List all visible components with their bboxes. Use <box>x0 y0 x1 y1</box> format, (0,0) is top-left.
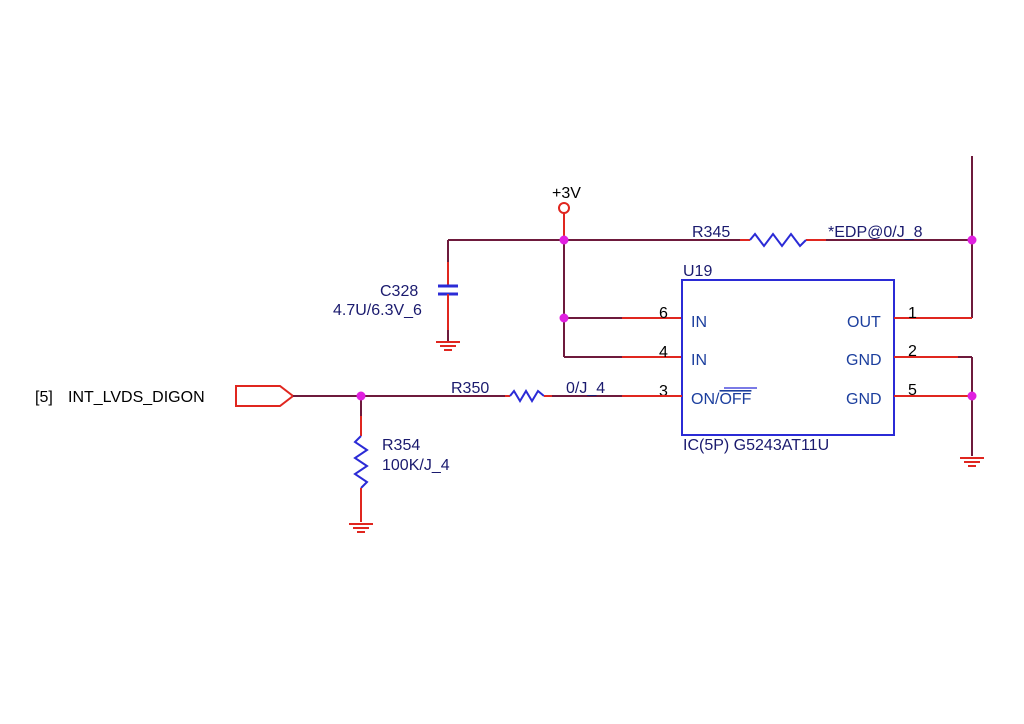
c328-ref: C328 <box>380 283 418 300</box>
power-symbol-3v: +3V <box>552 185 581 240</box>
resistor-r354 <box>353 435 369 489</box>
pin-3-off-overbar: OFF <box>719 391 751 408</box>
junction-in-pin6 <box>559 313 569 323</box>
junction-out-rail <box>967 235 977 245</box>
pin-4-name: IN <box>691 352 707 369</box>
capacitor-c328 <box>438 284 458 296</box>
r354-value: 100K/J_4 <box>382 457 450 474</box>
pin-1-number: 1 <box>908 305 917 322</box>
port-net-name: INT_LVDS_DIGON <box>68 389 205 406</box>
pin-3-number: 3 <box>659 383 668 400</box>
ground-symbol-c328 <box>436 341 460 351</box>
port-connector <box>235 385 295 407</box>
pin-6-name: IN <box>691 314 707 331</box>
junction-gnd <box>967 391 977 401</box>
pin-2-name: GND <box>846 352 882 369</box>
pin-3-name: ON/OFF <box>691 391 752 408</box>
r350-value: 0/J_4 <box>566 380 605 397</box>
junction-3v-rail <box>559 235 569 245</box>
power-label: +3V <box>552 185 581 202</box>
c328-value: 4.7U/6.3V_6 <box>333 302 422 319</box>
ic-ref: U19 <box>683 263 712 280</box>
ground-symbol-ic <box>960 457 984 467</box>
pin-5-number: 5 <box>908 382 917 399</box>
junction-digon <box>356 391 366 401</box>
ic-part: IC(5P) G5243AT11U <box>683 437 829 454</box>
resistor-r345 <box>749 232 807 248</box>
r354-ref: R354 <box>382 437 420 454</box>
pin-4-number: 4 <box>659 344 668 361</box>
pin-1-name: OUT <box>847 314 881 331</box>
r345-value: *EDP@0/J_8 <box>828 224 923 241</box>
r350-ref: R350 <box>451 380 489 397</box>
r345-ref: R345 <box>692 224 730 241</box>
pin-6-number: 6 <box>659 305 668 322</box>
pin-2-number: 2 <box>908 343 917 360</box>
port-sheet-ref: [5] <box>35 389 53 406</box>
pin-5-name: GND <box>846 391 882 408</box>
resistor-r350 <box>509 389 545 403</box>
ground-symbol-r354 <box>349 523 373 533</box>
